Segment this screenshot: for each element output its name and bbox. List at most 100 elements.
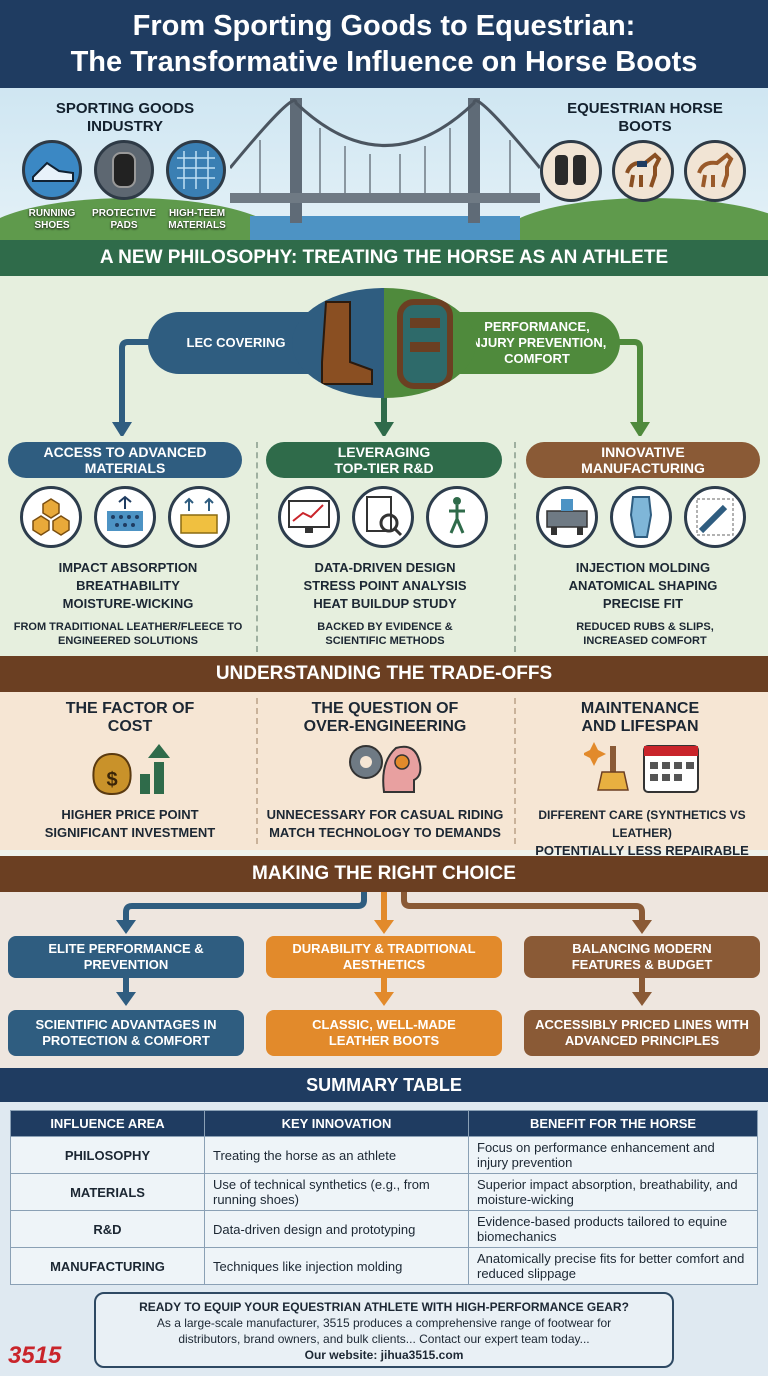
suspension-bridge-icon: [230, 98, 540, 223]
table-header: BENEFIT FOR THE HORSE: [468, 1110, 758, 1137]
table-cell: Superior impact absorption, breathabilit…: [468, 1173, 758, 1211]
choice-result-budget: ACCESSIBLY PRICED LINES WITH ADVANCED PR…: [524, 1010, 760, 1056]
choice-result-label: SCIENTIFIC ADVANTAGES IN PROTECTION & CO…: [35, 1017, 217, 1048]
feature-text: STRESS POINT ANALYSIS: [303, 578, 467, 593]
tradeoff-text: SIGNIFICANT INVESTMENT: [44, 825, 216, 840]
feature-text: PRECISE FIT: [602, 596, 684, 611]
tradeoff-lines-overengineering: UNNECESSARY FOR CASUAL RIDING MATCH TECH…: [260, 806, 510, 842]
note-rd: BACKED BY EVIDENCE & SCIENTIFIC METHODS: [317, 621, 453, 647]
moisture-wicking-icon: [168, 486, 230, 548]
magnifier-report-icon: [352, 486, 414, 548]
column-head-rd: LEVERAGING TOP-TIER R&D: [266, 442, 502, 478]
breathable-mesh-icon: [94, 486, 156, 548]
table-cell: Treating the horse as an athlete: [204, 1136, 469, 1174]
brand-logo: 3515: [8, 1342, 62, 1369]
feature-text: ANATOMICAL SHAPING: [568, 578, 718, 593]
horse-icon: [684, 140, 746, 202]
table-cell: R&D: [10, 1210, 205, 1248]
money-bag-icon: $: [92, 744, 170, 796]
horse-boots-icon: [540, 140, 602, 202]
tradeoff-head-maintenance: MAINTENANCE AND LIFESPAN: [580, 700, 700, 735]
gear-head-icon: [349, 745, 422, 793]
divider: [514, 698, 516, 844]
choice-option-traditional: DURABILITY & TRADITIONAL AESTHETICS: [266, 936, 502, 978]
title-line-1: From Sporting Goods to Equestrian:: [132, 10, 636, 42]
features-manufacturing: INJECTION MOLDING ANATOMICAL SHAPING PRE…: [524, 559, 762, 613]
anatomical-form-icon: [610, 486, 672, 548]
boot-comparison-medallion: [292, 288, 476, 398]
summary-table: INFLUENCE AREA KEY INNOVATION BENEFIT FO…: [10, 1110, 758, 1285]
summary-band: SUMMARY TABLE: [0, 1068, 768, 1102]
feature-text: INJECTION MOLDING: [575, 560, 711, 575]
choice-result-label: CLASSIC, WELL-MADE LEATHER BOOTS: [312, 1017, 456, 1048]
choice-result-label: ACCESSIBLY PRICED LINES WITH ADVANCED PR…: [535, 1017, 749, 1048]
column-head-label: INNOVATIVE MANUFACTURING: [581, 444, 705, 476]
table-cell: Data-driven design and prototyping: [204, 1210, 469, 1248]
choice-option-elite: ELITE PERFORMANCE & PREVENTION: [8, 936, 244, 978]
note-materials: FROM TRADITIONAL LEATHER/FLEECE TO ENGIN…: [13, 621, 243, 647]
right-pill-label: PERFORMANCE, INJURY PREVENTION, COMFORT: [467, 319, 607, 366]
summary-section: INFLUENCE AREA KEY INNOVATION BENEFIT FO…: [0, 1102, 768, 1376]
divider: [256, 698, 258, 844]
tradeoff-head-overengineering: THE QUESTION OF OVER-ENGINEERING: [303, 700, 467, 735]
divider: [256, 442, 258, 652]
tradeoff-text: POTENTIALLY LESS REPAIRABLE: [535, 843, 749, 858]
running-shoe-icon: [22, 140, 82, 200]
choice-option-label: DURABILITY & TRADITIONAL AESTHETICS: [292, 941, 476, 972]
divider: [514, 442, 516, 652]
feature-text: HEAT BUILDUP STUDY: [313, 596, 457, 611]
call-to-action-box: READY TO EQUIP YOUR EQUESTRIAN ATHLETE W…: [94, 1292, 674, 1368]
table-cell: Use of technical synthetics (e.g., from …: [204, 1173, 469, 1211]
cta-question: READY TO EQUIP YOUR EQUESTRIAN ATHLETE W…: [139, 1300, 629, 1314]
left-title: SPORTING GOODS INDUSTRY: [55, 100, 195, 135]
left-item-label: HIGH-TEEM MATERIALS: [168, 208, 226, 231]
choice-section: ELITE PERFORMANCE & PREVENTION DURABILIT…: [0, 892, 768, 1068]
feature-text: DATA-DRIVEN DESIGN: [314, 560, 456, 575]
philosophy-connectors: [112, 339, 650, 436]
feature-text: IMPACT ABSORPTION: [58, 560, 198, 575]
title-line-2: The Transformative Influence on Horse Bo…: [70, 46, 698, 78]
choice-option-budget: BALANCING MODERN FEATURES & BUDGET: [524, 936, 760, 978]
philosophy-section: LEC COVERING PERFORMANCE, INJURY PREVENT…: [0, 276, 768, 656]
header: From Sporting Goods to Equestrian: The T…: [0, 0, 768, 88]
tradeoff-lines-cost: HIGHER PRICE POINT SIGNIFICANT INVESTMEN…: [20, 806, 240, 842]
choice-option-label: ELITE PERFORMANCE & PREVENTION: [48, 941, 204, 972]
tradeoff-lines-maintenance: DIFFERENT CARE (SYNTHETICS VS LEATHER) P…: [518, 806, 766, 860]
choice-result-elite: SCIENTIFIC ADVANTAGES IN PROTECTION & CO…: [8, 1010, 244, 1056]
column-head-label: LEVERAGING TOP-TIER R&D: [334, 444, 434, 476]
choice-option-label: BALANCING MODERN FEATURES & BUDGET: [571, 941, 713, 972]
tradeoffs-band: UNDERSTANDING THE TRADE-OFFS: [0, 656, 768, 692]
column-head-materials: ACCESS TO ADVANCED MATERIALS: [8, 442, 242, 478]
riding-boot-icon: [321, 301, 373, 385]
choice-result-traditional: CLASSIC, WELL-MADE LEATHER BOOTS: [266, 1010, 502, 1056]
bridge-section: SPORTING GOODS INDUSTRY EQUESTRIAN HORSE…: [0, 88, 768, 240]
tradeoffs-section: THE FACTOR OF COST THE QUESTION OF OVER-…: [0, 692, 768, 858]
right-hill: [500, 198, 768, 240]
philosophy-band: A NEW PHILOSOPHY: TREATING THE HORSE AS …: [0, 240, 768, 276]
tradeoff-head-cost: THE FACTOR OF COST: [65, 700, 195, 735]
precision-tool-icon: [684, 486, 746, 548]
cta-line: distributors, brand owners, and bulk cli…: [178, 1332, 590, 1346]
tradeoff-text: MATCH TECHNOLOGY TO DEMANDS: [269, 825, 501, 840]
tradeoff-text: DIFFERENT CARE (SYNTHETICS VS LEATHER): [538, 808, 746, 840]
website-link[interactable]: Our website: jihua3515.com: [304, 1348, 464, 1362]
cta-line: As a large-scale manufacturer, 3515 prod…: [156, 1316, 612, 1330]
table-cell: PHILOSOPHY: [10, 1136, 205, 1174]
table-cell: Evidence-based products tailored to equi…: [468, 1210, 758, 1248]
table-header-row: INFLUENCE AREA KEY INNOVATION BENEFIT FO…: [10, 1110, 758, 1137]
horse-with-saddle-icon: [612, 140, 674, 202]
table-header: KEY INNOVATION: [204, 1110, 469, 1137]
table-cell: Anatomically precise fits for better com…: [468, 1247, 758, 1285]
table-row: R&D Data-driven design and prototyping E…: [10, 1210, 758, 1248]
left-item-label: RUNNING SHOES: [28, 208, 76, 231]
chart-monitor-icon: [278, 486, 340, 548]
svg-text:$: $: [106, 769, 117, 791]
table-cell: MANUFACTURING: [10, 1247, 205, 1285]
table-row: MANUFACTURING Techniques like injection …: [10, 1247, 758, 1285]
features-rd: DATA-DRIVEN DESIGN STRESS POINT ANALYSIS…: [266, 559, 504, 613]
tradeoff-text: UNNECESSARY FOR CASUAL RIDING: [266, 807, 504, 822]
feature-text: MOISTURE-WICKING: [62, 596, 194, 611]
column-head-manufacturing: INNOVATIVE MANUFACTURING: [526, 442, 760, 478]
honeycomb-icon: [20, 486, 82, 548]
protective-pad-icon: [94, 140, 154, 200]
